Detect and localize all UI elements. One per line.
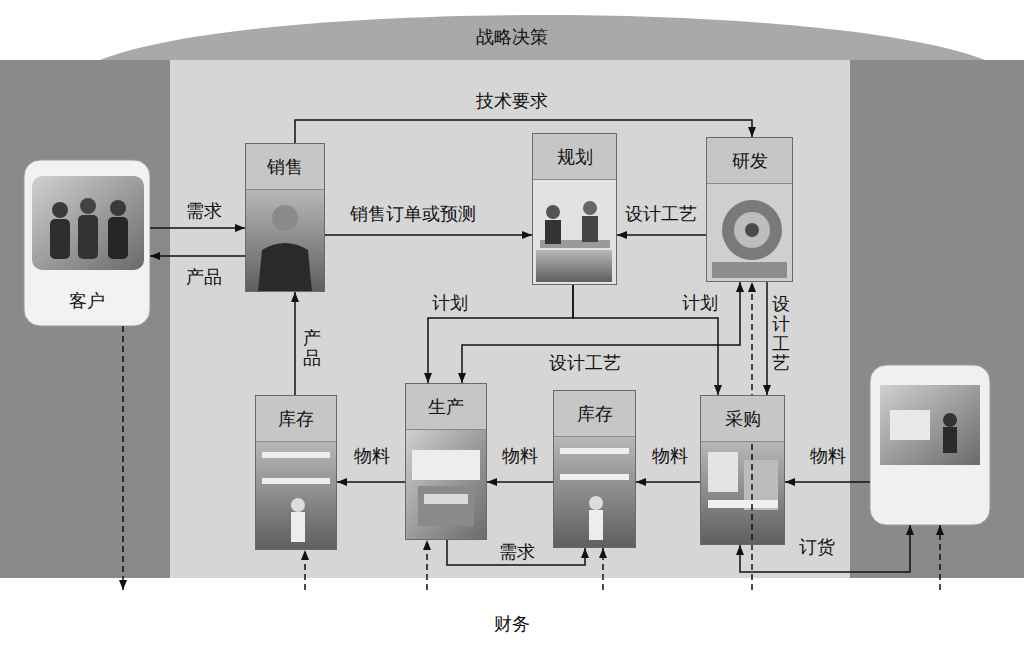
edge-label: 物料 — [352, 445, 392, 467]
card-header: 规划 — [533, 134, 616, 180]
dashed-connector — [122, 326, 124, 590]
process-card: 库存 — [553, 390, 636, 548]
flow-label: 订货 — [797, 536, 837, 558]
flow-arrow — [462, 282, 740, 383]
process-card: 采购 — [700, 395, 785, 545]
card-header: 研发 — [707, 138, 792, 184]
edge-label: 需求 — [497, 541, 537, 563]
node-label: 采购 — [725, 408, 761, 430]
node-label: 库存 — [278, 408, 314, 430]
flow-arrow — [150, 227, 245, 229]
flow-arrow — [766, 282, 768, 395]
card-header: 库存 — [554, 391, 635, 437]
flow-arrow — [150, 255, 245, 257]
edge-label: 需求 — [184, 200, 224, 222]
sales-photo — [245, 188, 325, 292]
node-label: 规划 — [557, 146, 593, 168]
stock-photo — [255, 440, 337, 550]
flow-arrow — [294, 292, 296, 395]
flow-arrow — [487, 481, 553, 483]
card-header: 生产 — [406, 384, 486, 430]
rnd-photo — [706, 182, 793, 282]
side-columns — [0, 60, 1024, 578]
flow-arrow — [447, 540, 585, 565]
node-label: 研发 — [732, 150, 768, 172]
finance-band: 财务 — [0, 590, 1024, 657]
dashed-connector — [602, 548, 604, 590]
client-card — [24, 160, 150, 326]
card-header: 库存 — [256, 396, 336, 442]
edge-label: 设计工艺 — [623, 203, 699, 225]
flow-arrow — [295, 120, 752, 143]
process-card: 库存 — [255, 395, 337, 550]
edge-label: 销售订单或预测 — [348, 203, 478, 225]
flow-arrow — [617, 234, 706, 236]
edge-label: 产品 — [303, 326, 321, 370]
node-label: 销售 — [267, 156, 303, 178]
process-card: 规划 — [532, 133, 617, 285]
edge-label: 设计工艺 — [547, 352, 623, 374]
flow-arrow — [325, 234, 532, 236]
edge-label: 技术要求 — [474, 90, 550, 112]
purchase-photo — [700, 440, 785, 545]
edge-label: 计划 — [430, 292, 470, 314]
stock-photo — [553, 435, 636, 548]
edge-label: 物料 — [650, 445, 690, 467]
process-card: 生产 — [405, 383, 487, 540]
flow-label: 物料 — [808, 445, 848, 467]
edge-label: 产品 — [184, 266, 224, 288]
edge-label: 设计工艺 — [772, 292, 790, 375]
node-label: 生产 — [428, 396, 464, 418]
process-card: 研发 — [706, 137, 793, 282]
client-card: 客户 — [24, 160, 150, 326]
card-header: 采购 — [701, 396, 784, 442]
node-label: 客户 — [69, 290, 105, 312]
dashed-connector — [426, 540, 428, 590]
supplier-arrows — [740, 482, 940, 590]
dashed-connector — [304, 550, 306, 590]
flow-arrow — [636, 481, 700, 483]
edge-label: 物料 — [500, 445, 540, 467]
flow-arrow — [337, 481, 405, 483]
strategy-dome: 战略决策 — [0, 0, 1024, 60]
production-photo — [405, 428, 487, 540]
node-label: 库存 — [577, 403, 613, 425]
edge-label: 计划 — [680, 292, 720, 314]
node-label: 战略决策 — [476, 26, 548, 48]
planning-photo — [532, 178, 617, 285]
node-label: 财务 — [494, 613, 530, 635]
supplier-card — [870, 365, 990, 525]
process-card: 销售 — [245, 143, 325, 292]
card-header: 销售 — [246, 144, 324, 190]
